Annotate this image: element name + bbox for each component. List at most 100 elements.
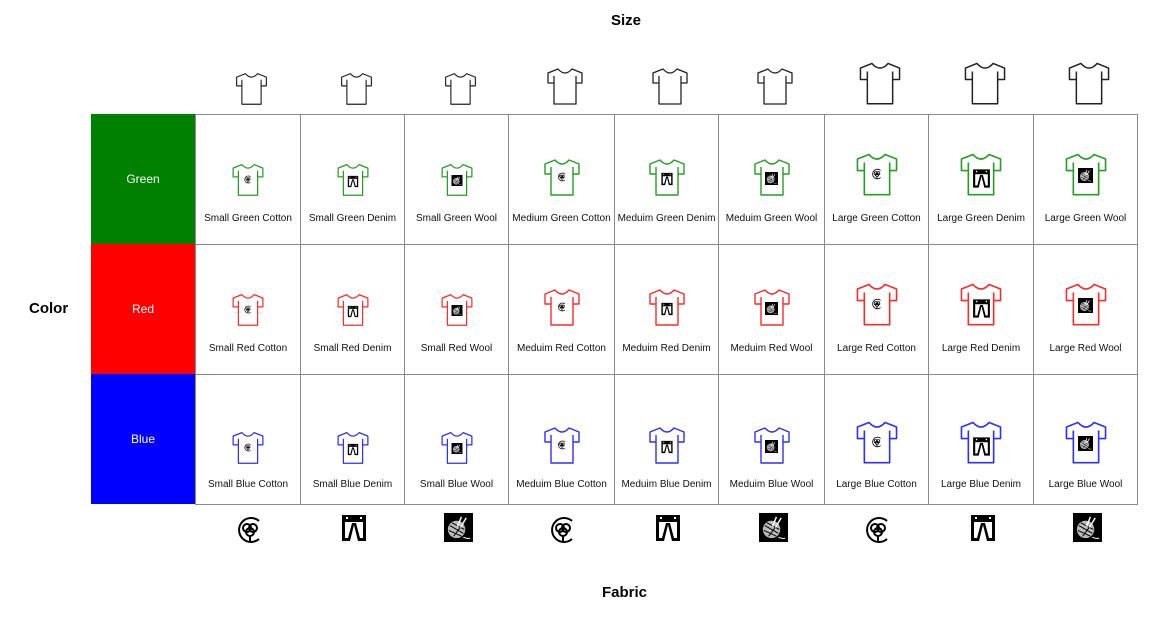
product-cell: Large Red Denim — [928, 244, 1034, 375]
cotton-icon — [871, 436, 883, 448]
product-cell: Small Red Wool — [404, 244, 509, 375]
colored-tshirt-icon — [1063, 151, 1109, 197]
product-cell: Large Blue Cotton — [824, 374, 929, 505]
product-cell: Large Green Wool — [1033, 114, 1138, 245]
size-axis-title: Size — [611, 12, 642, 29]
product-cell: Meduim Red Cotton — [508, 244, 615, 375]
wool-yarn-icon — [451, 305, 462, 317]
colored-tshirt-icon — [854, 281, 900, 327]
product-cell: Large Green Cotton — [824, 114, 929, 245]
product-label: Small Red Cotton — [208, 343, 288, 354]
colored-tshirt-icon — [439, 430, 474, 465]
denim-pants-icon — [971, 436, 992, 457]
tshirt-outline-icon — [857, 60, 903, 111]
colored-tshirt-icon — [647, 287, 687, 327]
product-cell: Small Red Cotton — [195, 244, 301, 375]
product-label: Meduim Green Wool — [725, 213, 818, 224]
denim-pants-icon — [660, 440, 674, 454]
color-label-text: Green — [126, 172, 160, 186]
tshirt-outline-icon — [755, 66, 795, 111]
tshirt-outline-icon — [545, 66, 585, 111]
wool-yarn-icon — [765, 172, 778, 186]
product-label: Large Green Cotton — [832, 213, 921, 224]
cotton-icon — [863, 515, 893, 550]
tshirt-outline-icon — [1066, 60, 1112, 111]
product-cell: Small Blue Cotton — [195, 374, 301, 505]
cotton-icon — [557, 302, 567, 312]
product-label: Large Red Denim — [941, 343, 1021, 354]
colored-tshirt-icon — [1063, 419, 1109, 465]
product-cell: Small Blue Wool — [404, 374, 509, 505]
color-row-label-red: Red — [91, 244, 195, 374]
cotton-icon — [235, 515, 265, 550]
colored-tshirt-icon — [647, 425, 687, 465]
product-cell: Meduim Red Denim — [614, 244, 719, 375]
color-row-label-green: Green — [91, 114, 195, 244]
tshirt-outline-icon — [443, 71, 478, 111]
product-cell: Large Blue Denim — [928, 374, 1034, 505]
product-cell: Meduim Blue Cotton — [508, 374, 615, 505]
wool-yarn-icon — [451, 175, 462, 187]
product-label: Meduim Red Wool — [730, 343, 813, 354]
cotton-icon — [557, 440, 567, 450]
product-label: Small Blue Cotton — [207, 479, 289, 490]
wool-yarn-icon — [1078, 436, 1093, 452]
colored-tshirt-icon — [1063, 281, 1109, 327]
product-cell: Small Blue Denim — [300, 374, 405, 505]
colored-tshirt-icon — [752, 157, 792, 197]
denim-pants-icon — [660, 172, 674, 186]
colored-tshirt-icon — [335, 430, 370, 465]
colored-tshirt-icon — [542, 425, 582, 465]
fabric-axis-title: Fabric — [602, 584, 648, 601]
product-label: Small Green Denim — [308, 213, 397, 224]
product-label: Large Blue Denim — [940, 479, 1022, 490]
product-cell: Large Red Wool — [1033, 244, 1138, 375]
product-label: Large Green Wool — [1044, 213, 1127, 224]
tshirt-outline-icon — [650, 66, 690, 111]
colored-tshirt-icon — [647, 157, 687, 197]
colored-tshirt-icon — [335, 162, 370, 197]
product-cell: Meduim Green Denim — [614, 114, 719, 245]
product-label: Small Green Wool — [416, 213, 497, 224]
wool-yarn-icon — [1072, 513, 1102, 547]
colored-tshirt-icon — [752, 287, 792, 327]
product-label: Small Blue Denim — [312, 479, 393, 490]
denim-pants-icon — [968, 513, 998, 548]
colored-tshirt-icon — [958, 281, 1004, 327]
product-cell: Small Green Cotton — [195, 114, 301, 245]
denim-pants-icon — [346, 305, 359, 318]
product-label: Large Blue Wool — [1048, 479, 1123, 490]
colored-tshirt-icon — [542, 157, 582, 197]
color-label-text: Red — [131, 302, 154, 316]
product-label: Large Blue Cotton — [836, 479, 917, 490]
product-cell: Large Green Denim — [928, 114, 1034, 245]
wool-yarn-icon — [1078, 298, 1093, 314]
denim-pants-icon — [971, 168, 992, 189]
color-axis-title: Color — [29, 300, 69, 317]
wool-yarn-icon — [765, 440, 778, 454]
cotton-icon — [548, 515, 578, 550]
wool-yarn-icon — [765, 302, 778, 316]
denim-pants-icon — [653, 513, 683, 548]
colored-tshirt-icon — [854, 419, 900, 465]
wool-yarn-icon — [451, 443, 462, 455]
product-label: Small Blue Wool — [419, 479, 494, 490]
product-label: Meduim Red Cotton — [517, 343, 606, 354]
product-label: Medium Green Cotton — [512, 213, 611, 224]
colored-tshirt-icon — [439, 292, 474, 327]
colored-tshirt-icon — [231, 292, 266, 327]
product-cell: Meduim Blue Denim — [614, 374, 719, 505]
product-cell: Small Green Denim — [300, 114, 405, 245]
product-cell: Meduim Red Wool — [718, 244, 825, 375]
cotton-icon — [244, 175, 253, 184]
colored-tshirt-icon — [231, 162, 266, 197]
denim-pants-icon — [660, 302, 674, 316]
product-label: Large Red Wool — [1049, 343, 1122, 354]
product-label: Meduim Blue Denim — [621, 479, 712, 490]
colored-tshirt-icon — [854, 151, 900, 197]
product-cell: Meduim Green Wool — [718, 114, 825, 245]
product-label: Large Green Denim — [937, 213, 1025, 224]
product-label: Meduim Blue Wool — [729, 479, 814, 490]
cotton-icon — [244, 443, 253, 452]
denim-pants-icon — [339, 513, 369, 548]
